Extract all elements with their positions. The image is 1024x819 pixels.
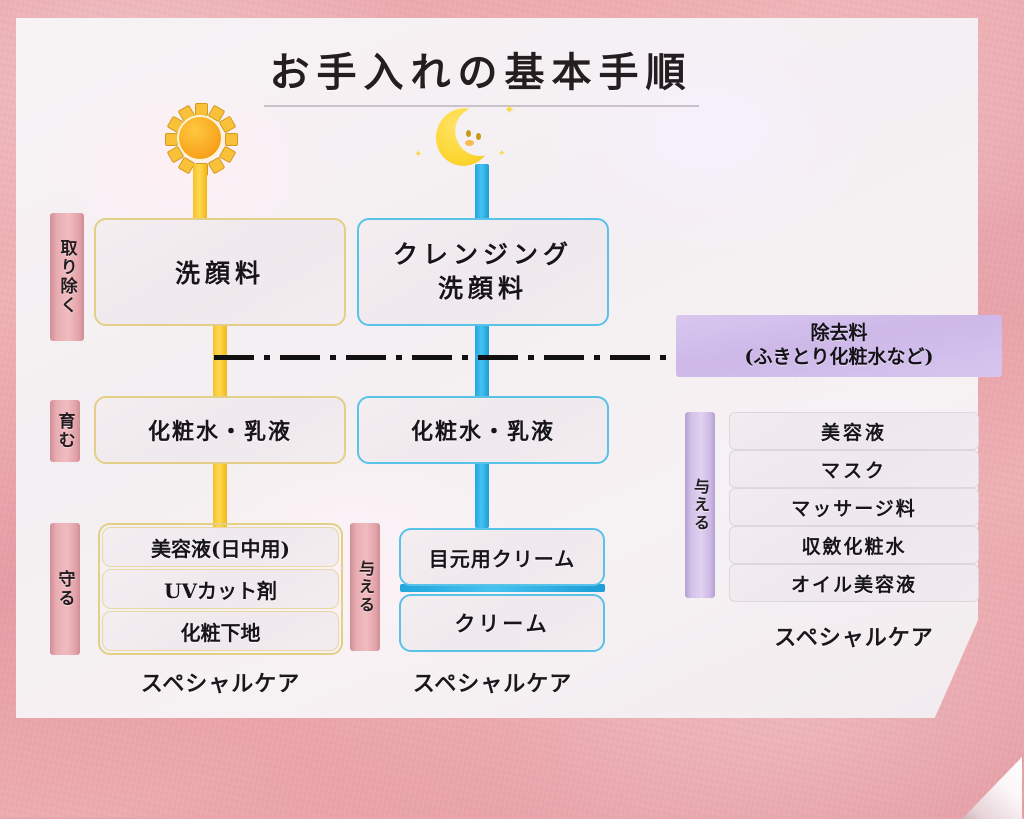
- connector-night-eyecream-cream: [400, 584, 605, 592]
- caption-special-care: スペシャルケア: [774, 625, 934, 651]
- special-care-item[interactable]: マスク: [729, 450, 979, 488]
- box-cream[interactable]: クリーム: [399, 594, 605, 652]
- removal-banner[interactable]: 除去料 (ふきとり化粧水など): [676, 315, 1002, 377]
- star-icon: ✦: [498, 149, 506, 159]
- sun-disc: [177, 115, 223, 161]
- page-fold-corner: [962, 757, 1022, 819]
- step-label-protect: 守る: [50, 523, 80, 655]
- special-care-item[interactable]: 収斂化粧水: [729, 526, 979, 564]
- box-uv-cut[interactable]: UVカット剤: [102, 569, 339, 609]
- moon-icon: [428, 100, 500, 174]
- connector-night-row1-row2: [475, 322, 489, 400]
- box-serum-day[interactable]: 美容液(日中用): [102, 527, 339, 567]
- sun-icon: [164, 102, 238, 176]
- special-care-list: 美容液 マスク マッサージ料 収斂化粧水 オイル美容液: [729, 412, 979, 602]
- group-day-protect: 美容液(日中用) UVカット剤 化粧下地: [98, 523, 343, 655]
- step-label-nurture: 育む: [50, 400, 80, 462]
- removal-banner-line2: (ふきとり化粧水など): [744, 346, 934, 368]
- box-lotion-day[interactable]: 化粧水・乳液: [94, 396, 346, 464]
- step-label-give-night: 与える: [350, 523, 380, 651]
- moon-crescent: [428, 100, 500, 174]
- connector-moon-to-cleanser: [475, 164, 489, 222]
- special-care-item[interactable]: オイル美容液: [729, 564, 979, 602]
- box-lotion-night[interactable]: 化粧水・乳液: [357, 396, 609, 464]
- box-cleanser-night-line2: 洗顔料: [437, 274, 528, 303]
- box-eye-cream[interactable]: 目元用クリーム: [399, 528, 605, 586]
- step-label-remove: 取り除く: [50, 213, 84, 341]
- connector-day-row2-row3: [213, 460, 227, 528]
- page-title: お手入れの基本手順: [263, 40, 699, 107]
- star-icon: ✦: [504, 103, 515, 118]
- caption-night-special-care: スペシャルケア: [412, 671, 573, 697]
- page-title-wrapper: お手入れの基本手順: [0, 40, 962, 107]
- box-cleanser-day[interactable]: 洗顔料: [94, 218, 346, 326]
- connector-day-row1-row2: [213, 322, 227, 400]
- special-care-item[interactable]: マッサージ料: [729, 488, 979, 526]
- removal-banner-line1: 除去料: [810, 322, 868, 345]
- caption-day-special-care: スペシャルケア: [140, 671, 301, 697]
- box-makeup-base[interactable]: 化粧下地: [102, 611, 339, 651]
- sun-rays: [163, 101, 238, 176]
- box-cleanser-night-line1: クレンジング: [392, 240, 573, 270]
- step-label-give-special: 与える: [685, 412, 715, 598]
- connector-sun-to-cleanser: [193, 164, 207, 222]
- connector-night-row2-row3: [475, 460, 489, 528]
- star-icon: ✦: [414, 149, 423, 160]
- box-cleanser-night[interactable]: クレンジング 洗顔料: [357, 218, 609, 326]
- special-care-item[interactable]: 美容液: [729, 412, 979, 450]
- section-divider: [214, 355, 674, 360]
